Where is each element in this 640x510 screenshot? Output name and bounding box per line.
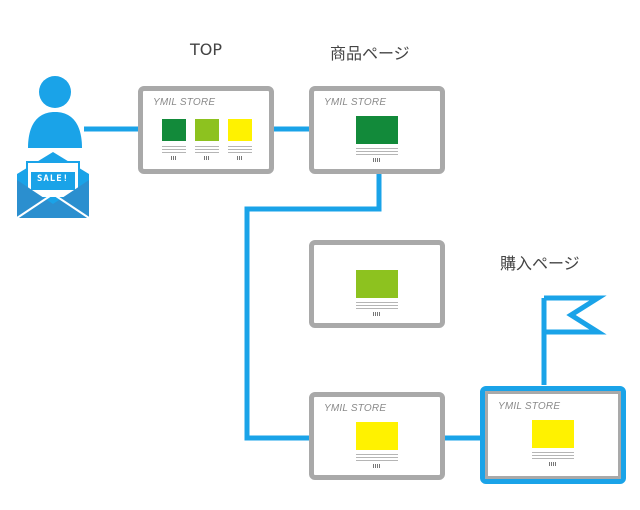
product-item <box>356 422 398 470</box>
top-label: TOP <box>190 40 223 59</box>
product-item <box>228 119 252 163</box>
product-item <box>532 420 574 468</box>
cart-screen: YMIL STORE <box>309 392 445 480</box>
product-image <box>356 270 398 298</box>
purchase-page-screen: YMIL STORE <box>480 386 626 484</box>
product-image <box>228 119 252 141</box>
product-item <box>162 119 186 163</box>
product-image <box>532 420 574 448</box>
product-item <box>356 270 398 318</box>
connector-product-cart <box>244 172 382 441</box>
store-name: YMIL STORE <box>324 97 387 108</box>
flag-shape <box>544 295 607 335</box>
product-item <box>356 116 398 164</box>
user-icon <box>28 76 82 148</box>
product-image <box>356 422 398 450</box>
store-name: YMIL STORE <box>153 97 216 108</box>
product-page-screen: YMIL STORE <box>309 86 445 174</box>
product-image <box>195 119 219 141</box>
sale-badge: SALE! <box>36 174 70 184</box>
product-variant-screen <box>309 240 445 328</box>
top-page-screen: YMIL STORE <box>138 86 274 174</box>
purchase-page-label: 購入ページ <box>500 254 580 273</box>
store-name: YMIL STORE <box>498 401 561 412</box>
store-name: YMIL STORE <box>324 403 387 414</box>
product-item <box>195 119 219 163</box>
email-icon: SALE! <box>17 150 89 220</box>
product-page-label: 商品ページ <box>330 44 410 63</box>
product-image <box>356 116 398 144</box>
product-image <box>162 119 186 141</box>
